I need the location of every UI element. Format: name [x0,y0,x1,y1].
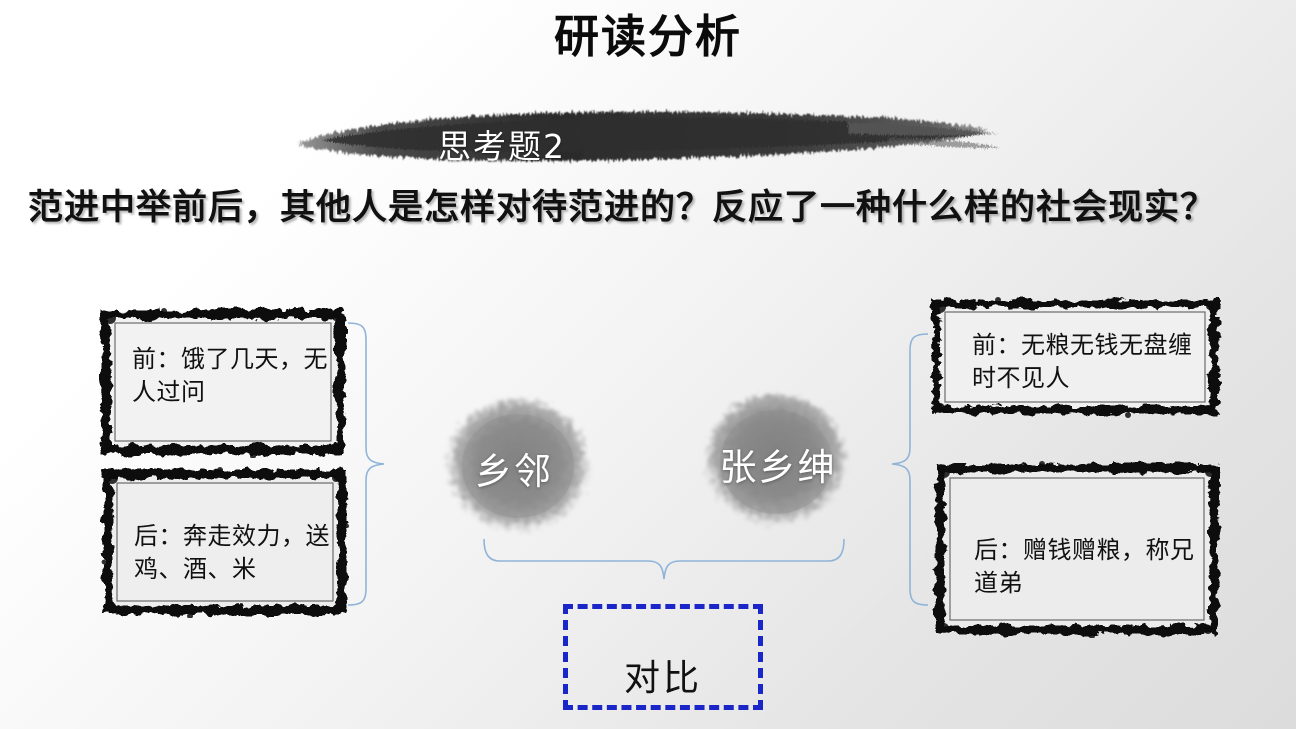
brush-stroke-banner: 思考题2 [288,104,1000,170]
info-box-gentry-before: 前：无粮无钱无盘缠时不见人 [928,296,1222,418]
info-box-text: 后：赠钱赠粮，称兄道弟 [974,535,1195,597]
ink-blob-icon [446,398,590,534]
page-title: 研读分析 [553,10,742,63]
banner-label: 思考题2 [438,127,566,166]
ink-blob-neighbor: 乡邻 [430,386,606,546]
question-text: 范进中举前后，其他人是怎样对待范进的？反应了一种什么样的社会现实？ [28,188,1217,228]
info-box-text: 前：饿了几天，无人过问 [132,344,328,406]
info-box-text: 前：无粮无钱无盘缠时不见人 [972,330,1193,392]
ink-blob-gentry: 张乡绅 [688,382,864,542]
brush-stroke-icon [296,111,1000,161]
ink-frame-icon [928,296,1222,418]
right-brace [891,333,929,606]
ink-blob-label: 乡邻 [475,450,553,493]
info-box-neighbor-before: 前：饿了几天，无人过问 [98,306,348,458]
ink-frame-icon [100,466,350,618]
ink-blob-label: 张乡绅 [719,446,837,489]
info-box-text: 后：奔走效力，送鸡、酒、米 [134,521,330,583]
compare-box: 对比 [563,604,763,710]
ink-frame-icon [932,460,1222,638]
compare-label: 对比 [623,658,702,699]
left-brace [347,322,385,606]
info-box-neighbor-after: 后：奔走效力，送鸡、酒、米 [100,466,350,618]
ink-frame-icon [98,306,348,458]
info-box-gentry-after: 后：赠钱赠粮，称兄道弟 [932,460,1222,638]
ink-blob-icon [704,394,848,530]
